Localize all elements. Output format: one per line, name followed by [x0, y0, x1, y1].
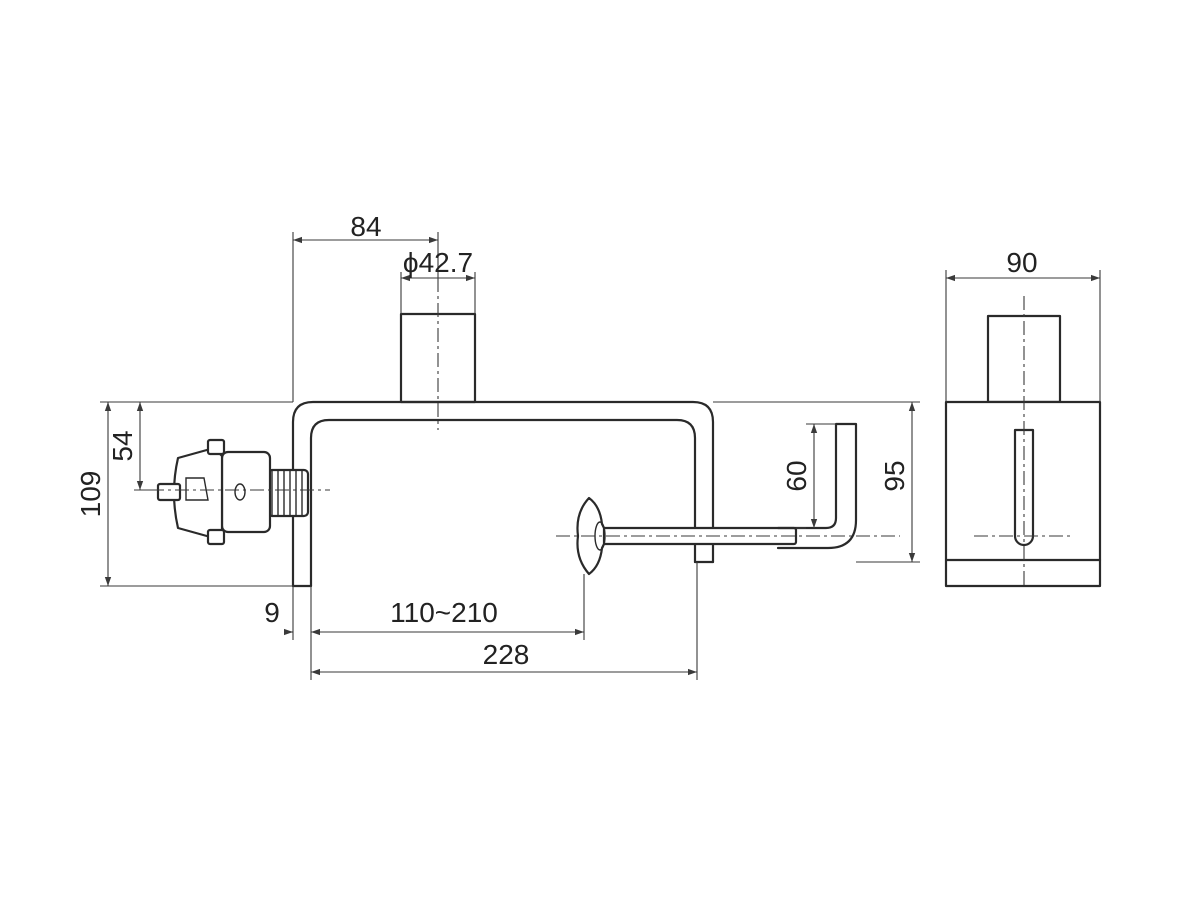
label-95: 95 [879, 460, 910, 491]
clamp-top-tab [206, 438, 226, 456]
clamp-bottom-tab [206, 528, 226, 546]
side-clamp-mechanism [156, 438, 310, 546]
label-60: 60 [781, 460, 812, 491]
side-view [944, 296, 1102, 588]
label-228: 228 [483, 639, 530, 670]
dimension-lines [100, 232, 1101, 680]
front-view [150, 278, 900, 588]
label-84: 84 [350, 211, 381, 242]
screw-handle [776, 422, 858, 550]
label-range: 110~210 [390, 597, 498, 628]
dimension-labels: 84 ϕ42.7 90 109 54 60 95 9 110~210 228 [75, 211, 1038, 670]
clamp-cap [172, 446, 224, 540]
label-54: 54 [107, 430, 138, 461]
clamp-frame-outer [291, 400, 715, 588]
clamp-frame-inner [309, 418, 697, 588]
clamp-hole [234, 483, 246, 501]
label-diameter: ϕ42.7 [403, 247, 473, 278]
side-body [944, 400, 1102, 588]
label-109: 109 [75, 471, 106, 518]
label-90: 90 [1006, 247, 1037, 278]
clamp-spindle [156, 482, 182, 502]
label-9: 9 [264, 597, 280, 628]
clamp-housing [220, 450, 272, 534]
